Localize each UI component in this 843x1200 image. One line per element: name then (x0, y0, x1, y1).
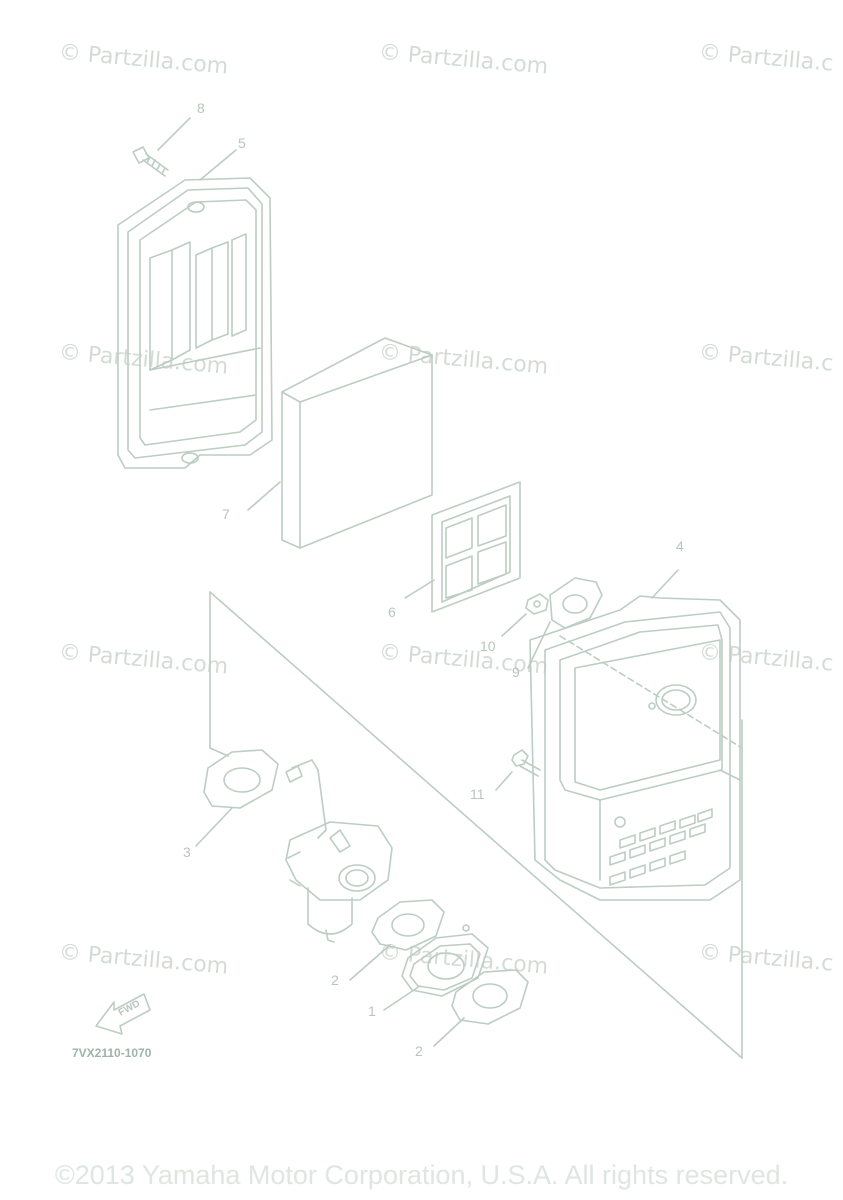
frame-line (559, 635, 743, 749)
gasket-part-2 (433, 969, 529, 1047)
frame-line (209, 591, 743, 1059)
callout-2: 2 (415, 1043, 423, 1059)
callout-5: 5 (238, 135, 246, 151)
bolt-part-11 (495, 749, 541, 791)
copyright-notice: ©2013 Yamaha Motor Corporation, U.S.A. A… (54, 1160, 789, 1190)
callout-11: 11 (470, 786, 485, 802)
air-cleaner-case-part-5 (117, 177, 273, 469)
diagram-code: 7VX2110-1070 (72, 1046, 152, 1060)
insulator-part-1 (383, 924, 489, 1011)
callout-9: 9 (512, 664, 520, 680)
fwd-arrow-icon (95, 993, 151, 1035)
nut-part-10 (501, 593, 549, 637)
screw-part-8 (132, 117, 191, 177)
air-element-part-7 (247, 337, 433, 549)
frame-line (209, 591, 229, 757)
gasket-part-2 (349, 899, 445, 981)
callout-10: 10 (480, 638, 496, 654)
carburetor (285, 759, 393, 943)
element-screen-part-6 (404, 481, 521, 613)
leader-line-5 (199, 149, 237, 181)
gasket-part-3 (195, 749, 279, 847)
callout-4: 4 (676, 538, 684, 554)
callout-2: 2 (331, 972, 339, 988)
callout-8: 8 (197, 100, 205, 116)
callout-7: 7 (222, 506, 230, 522)
air-cleaner-cover-part-4 (529, 569, 741, 901)
callout-3: 3 (183, 844, 191, 860)
gasket-part-9 (527, 577, 603, 669)
callout-6: 6 (388, 604, 396, 620)
callout-1: 1 (368, 1003, 376, 1019)
